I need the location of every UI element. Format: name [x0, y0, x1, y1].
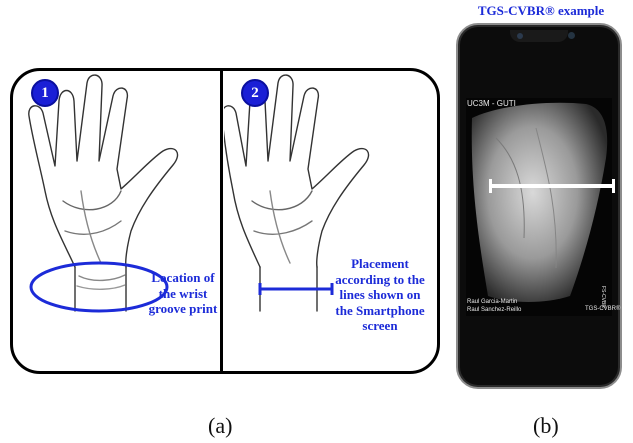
step-1-note-line: groove print	[145, 301, 221, 317]
step-1-note-line: Location of	[145, 270, 221, 286]
step-2-badge: 2	[241, 79, 269, 107]
step-2-note-line: the Smartphone	[332, 303, 428, 319]
screen-guide-left-tick	[489, 179, 492, 193]
caption-b: (b)	[533, 413, 559, 439]
phone-screen	[466, 98, 612, 316]
step-1-note: Location of the wrist groove print	[145, 270, 221, 317]
screen-header-label: UC3M - GUTI	[467, 99, 516, 108]
step-1-badge: 1	[31, 79, 59, 107]
caption-a: (a)	[208, 413, 232, 439]
step-2-note: Placement according to the lines shown o…	[332, 256, 428, 334]
placement-bar	[260, 283, 332, 295]
screen-author: Raul Garcia-Martin	[467, 298, 521, 306]
screen-author: Raul Sanchez-Reillo	[467, 306, 521, 314]
screen-guide-right-tick	[612, 179, 615, 193]
panel-divider	[220, 68, 223, 374]
phone-example-title: TGS-CVBR® example	[458, 3, 624, 19]
front-sensor-icon	[568, 32, 575, 39]
step-2-note-line: according to the	[332, 272, 428, 288]
left-hand-illustration	[13, 71, 218, 371]
step-2-note-line: Placement	[332, 256, 428, 272]
step-1-note-line: the wrist	[145, 286, 221, 302]
screen-footer-names: Raul Garcia-Martin Raul Sanchez-Reillo	[467, 298, 521, 314]
screen-side-label: FS-CVBR	[600, 286, 606, 308]
wrist-camera-preview	[466, 98, 612, 316]
front-camera-icon	[517, 33, 523, 39]
screen-guide-line	[490, 184, 614, 188]
step-2-note-line: lines shown on	[332, 287, 428, 303]
step-2-note-line: screen	[332, 318, 428, 334]
